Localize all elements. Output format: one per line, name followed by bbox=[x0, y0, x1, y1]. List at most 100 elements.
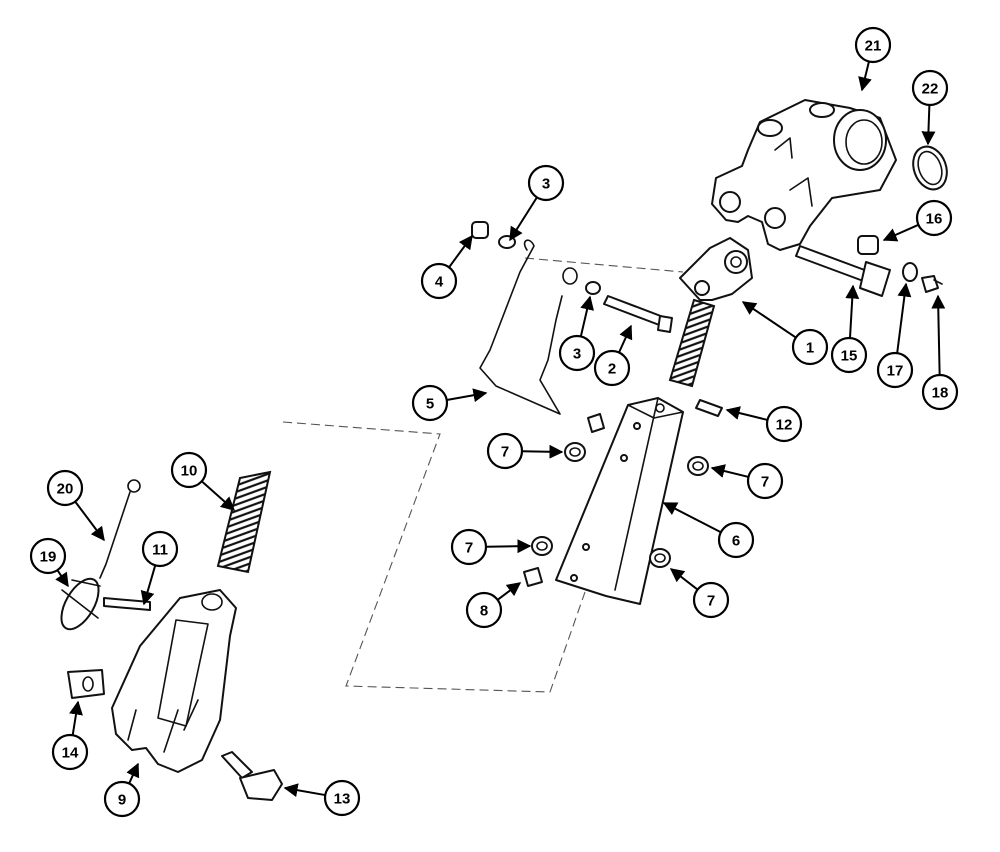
callout-circle bbox=[854, 26, 892, 64]
callout-number: 11 bbox=[152, 542, 168, 559]
callout-c17: 17 bbox=[876, 282, 914, 389]
callout-number: 12 bbox=[776, 417, 793, 434]
part-6-tube-body bbox=[555, 397, 684, 605]
callout-leader-arrow bbox=[69, 700, 83, 736]
callout-number: 16 bbox=[926, 211, 943, 228]
callout-c10: 10 bbox=[170, 451, 236, 511]
callout-number: 6 bbox=[732, 533, 740, 550]
callout-circle bbox=[323, 779, 361, 817]
callout-c2: 2 bbox=[593, 324, 633, 387]
part-5-wire-clip bbox=[479, 239, 578, 415]
callout-circle bbox=[411, 384, 449, 422]
callout-leader-arrow bbox=[725, 406, 768, 421]
callout-leader-arrow bbox=[669, 568, 699, 591]
callout-circle bbox=[450, 528, 488, 566]
part-7-bushing-lower-right bbox=[649, 548, 671, 568]
callout-leader-arrow bbox=[485, 539, 532, 554]
callout-leader-arrow bbox=[509, 196, 538, 242]
part-13-handle bbox=[221, 751, 283, 801]
callout-leader-arrow bbox=[741, 301, 797, 339]
callout-leader-arrow bbox=[579, 295, 594, 337]
callout-leader-arrow bbox=[283, 783, 326, 798]
part-7-bushing-upper-right bbox=[687, 456, 709, 476]
part-7-bushing-lower-left bbox=[531, 536, 553, 556]
part-8-grease-fitting bbox=[523, 413, 605, 587]
part-1-adjusting-yoke bbox=[668, 237, 753, 388]
part-3-washer-upper bbox=[498, 235, 516, 249]
callout-circle bbox=[486, 432, 524, 470]
callout-leader-arrow bbox=[201, 480, 236, 511]
part-7-bushing-upper-left bbox=[564, 442, 586, 462]
callout-c7c: 7 bbox=[450, 528, 532, 566]
callout-c15: 15 bbox=[830, 284, 868, 374]
callout-number: 3 bbox=[573, 346, 581, 363]
part-14-block bbox=[67, 669, 105, 699]
callout-number: 1 bbox=[806, 340, 814, 357]
callout-c16: 16 bbox=[882, 199, 953, 242]
callout-c20: 20 bbox=[46, 469, 105, 542]
callout-c18: 18 bbox=[921, 294, 959, 411]
callout-circle bbox=[717, 521, 755, 559]
callout-number: 4 bbox=[435, 274, 444, 291]
callout-number: 2 bbox=[608, 361, 616, 378]
part-22-snap-ring bbox=[912, 145, 948, 191]
callout-leader-arrow bbox=[446, 388, 488, 403]
callout-leader-arrow bbox=[845, 284, 860, 339]
part-17-washer bbox=[902, 262, 918, 282]
callout-circle bbox=[746, 462, 784, 500]
callout-number: 15 bbox=[841, 348, 858, 365]
callout-circle bbox=[593, 349, 631, 387]
part-16-bushing bbox=[857, 235, 879, 255]
callout-circle bbox=[141, 530, 179, 568]
part-10-threaded-rod bbox=[216, 470, 272, 574]
part-9-clevis-fork bbox=[111, 589, 237, 773]
callout-circle bbox=[46, 469, 84, 507]
callout-c8: 8 bbox=[465, 582, 522, 629]
callout-circle bbox=[876, 351, 914, 389]
callout-number: 7 bbox=[465, 540, 473, 557]
part-12-roll-pin bbox=[695, 399, 723, 417]
callout-c3a: 3 bbox=[509, 164, 565, 242]
callout-number: 18 bbox=[932, 385, 949, 402]
callout-c21: 21 bbox=[854, 26, 892, 92]
callout-leader-arrow bbox=[497, 582, 522, 601]
part-21-bracket-housing bbox=[711, 99, 897, 251]
callout-circle bbox=[420, 262, 458, 300]
callout-leader-arrow bbox=[140, 565, 157, 606]
callout-c13: 13 bbox=[283, 779, 361, 817]
callout-leader-arrow bbox=[618, 324, 633, 353]
part-2-bolt bbox=[603, 295, 673, 333]
callout-number: 7 bbox=[761, 474, 769, 491]
callout-leader-arrow bbox=[126, 762, 140, 784]
callout-circle bbox=[791, 328, 829, 366]
callout-circle bbox=[921, 373, 959, 411]
callout-c5: 5 bbox=[411, 384, 488, 422]
part-20-chain bbox=[99, 479, 141, 579]
callout-number: 19 bbox=[40, 549, 57, 566]
callout-c1: 1 bbox=[741, 301, 829, 366]
callout-number: 17 bbox=[887, 363, 904, 380]
callout-c9: 9 bbox=[103, 762, 141, 818]
callout-circle bbox=[911, 69, 949, 107]
callout-number: 21 bbox=[865, 38, 882, 55]
callout-number: 14 bbox=[62, 745, 79, 762]
callout-c7d: 7 bbox=[669, 568, 730, 619]
callout-circle bbox=[692, 581, 730, 619]
callout-c7a: 7 bbox=[486, 432, 564, 470]
callout-circle bbox=[170, 451, 208, 489]
part-19-lynch-pin bbox=[60, 577, 101, 631]
callout-c7b: 7 bbox=[710, 462, 784, 500]
callout-leader-arrow bbox=[710, 464, 749, 478]
callout-c22: 22 bbox=[911, 69, 949, 146]
callout-circle bbox=[915, 199, 953, 237]
callout-circle bbox=[830, 336, 868, 374]
callout-circle bbox=[558, 334, 596, 372]
callout-leader-arrow bbox=[662, 502, 722, 534]
callout-c4: 4 bbox=[420, 234, 473, 300]
callout-number: 8 bbox=[480, 603, 488, 620]
callout-c3b: 3 bbox=[558, 295, 596, 372]
callout-leader-arrow bbox=[921, 104, 936, 146]
callout-c14: 14 bbox=[51, 700, 89, 771]
callout-leader-arrow bbox=[858, 61, 872, 92]
callout-number: 3 bbox=[542, 176, 550, 193]
